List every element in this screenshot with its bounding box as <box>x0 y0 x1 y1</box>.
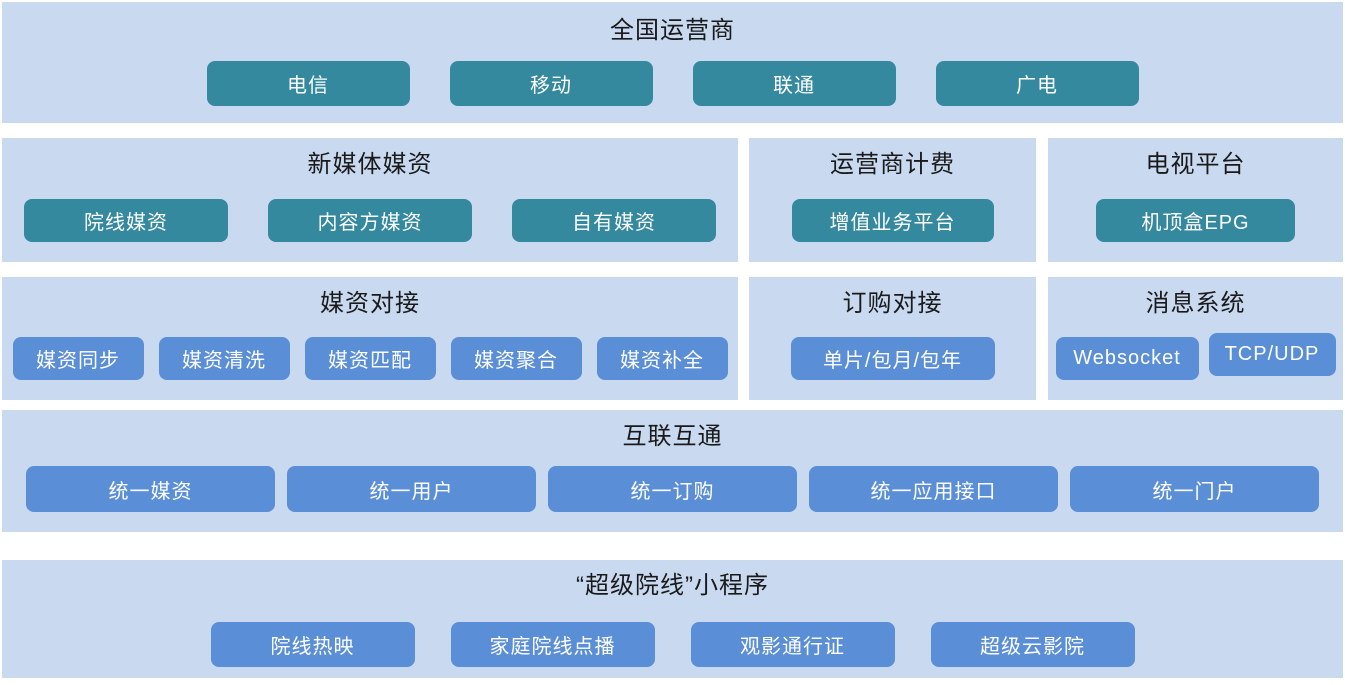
button-unified-portal[interactable]: 统一门户 <box>1070 466 1319 512</box>
button-unified-media[interactable]: 统一媒资 <box>26 466 275 512</box>
panel-operator-billing: 运营商计费 增值业务平台 <box>749 138 1036 262</box>
panel-super-cinema-miniprogram: “超级院线”小程序 院线热映 家庭院线点播 观影通行证 超级云影院 <box>2 560 1343 678</box>
button-telecom[interactable]: 电信 <box>206 61 410 106</box>
panel-message-system: 消息系统 Websocket TCP/UDP <box>1048 277 1343 400</box>
miniprogram-button-row: 院线热映 家庭院线点播 观影通行证 超级云影院 <box>2 622 1343 667</box>
panel-title-tv-platform: 电视平台 <box>1145 151 1246 178</box>
panel-tv-platform: 电视平台 机顶盒EPG <box>1048 138 1343 262</box>
button-unified-order[interactable]: 统一订购 <box>548 466 797 512</box>
button-cinema-assets[interactable]: 院线媒资 <box>24 199 228 242</box>
message-button-row: Websocket TCP/UDP <box>1048 333 1343 380</box>
tv-button-row: 机顶盒EPG <box>1048 199 1343 242</box>
button-media-aggregate[interactable]: 媒资聚合 <box>450 337 582 380</box>
panel-title-national-operators: 全国运营商 <box>610 17 735 44</box>
button-media-complete[interactable]: 媒资补全 <box>596 337 728 380</box>
button-broadcast[interactable]: 广电 <box>935 61 1139 106</box>
button-websocket[interactable]: Websocket <box>1055 337 1199 380</box>
panel-title-new-media-assets: 新媒体媒资 <box>307 151 433 178</box>
button-cinema-hot-releases[interactable]: 院线热映 <box>210 622 415 667</box>
panel-interconnection: 互联互通 统一媒资 统一用户 统一订购 统一应用接口 统一门户 <box>2 410 1343 532</box>
panel-title-operator-billing: 运营商计费 <box>830 151 955 178</box>
button-tcp-udp[interactable]: TCP/UDP <box>1208 333 1336 376</box>
button-media-clean[interactable]: 媒资清洗 <box>158 337 290 380</box>
button-home-cinema-ondemand[interactable]: 家庭院线点播 <box>450 622 655 667</box>
interconnection-button-row: 统一媒资 统一用户 统一订购 统一应用接口 统一门户 <box>2 466 1343 512</box>
panel-order-integration: 订购对接 单片/包月/包年 <box>749 277 1036 400</box>
media-integration-button-row: 媒资同步 媒资清洗 媒资匹配 媒资聚合 媒资补全 <box>2 337 738 380</box>
panel-title-media-integration: 媒资对接 <box>320 290 420 317</box>
button-unified-api[interactable]: 统一应用接口 <box>809 466 1058 512</box>
panel-title-interconnection: 互联互通 <box>622 423 723 450</box>
panel-title-message-system: 消息系统 <box>1145 290 1246 317</box>
billing-button-row: 增值业务平台 <box>749 199 1036 242</box>
button-unified-user[interactable]: 统一用户 <box>287 466 536 512</box>
new-media-button-row: 院线媒资 内容方媒资 自有媒资 <box>2 199 738 242</box>
button-content-provider-assets[interactable]: 内容方媒资 <box>268 199 472 242</box>
button-mobile[interactable]: 移动 <box>449 61 653 106</box>
button-unicom[interactable]: 联通 <box>692 61 896 106</box>
panel-title-super-cinema-miniprogram: “超级院线”小程序 <box>576 572 769 599</box>
operators-button-row: 电信 移动 联通 广电 <box>2 61 1343 106</box>
panel-new-media-assets: 新媒体媒资 院线媒资 内容方媒资 自有媒资 <box>2 138 738 262</box>
panel-title-order-integration: 订购对接 <box>842 290 943 317</box>
button-media-match[interactable]: 媒资匹配 <box>304 337 436 380</box>
panel-media-integration: 媒资对接 媒资同步 媒资清洗 媒资匹配 媒资聚合 媒资补全 <box>2 277 738 400</box>
button-movie-pass[interactable]: 观影通行证 <box>690 622 895 667</box>
button-single-monthly-yearly[interactable]: 单片/包月/包年 <box>790 337 995 380</box>
button-media-sync[interactable]: 媒资同步 <box>12 337 144 380</box>
button-value-added-platform[interactable]: 增值业务平台 <box>791 199 994 242</box>
order-button-row: 单片/包月/包年 <box>749 337 1036 380</box>
panel-national-operators: 全国运营商 电信 移动 联通 广电 <box>2 2 1343 123</box>
button-settopbox-epg[interactable]: 机顶盒EPG <box>1096 199 1295 242</box>
button-super-cloud-cinema[interactable]: 超级云影院 <box>930 622 1135 667</box>
button-own-assets[interactable]: 自有媒资 <box>512 199 716 242</box>
